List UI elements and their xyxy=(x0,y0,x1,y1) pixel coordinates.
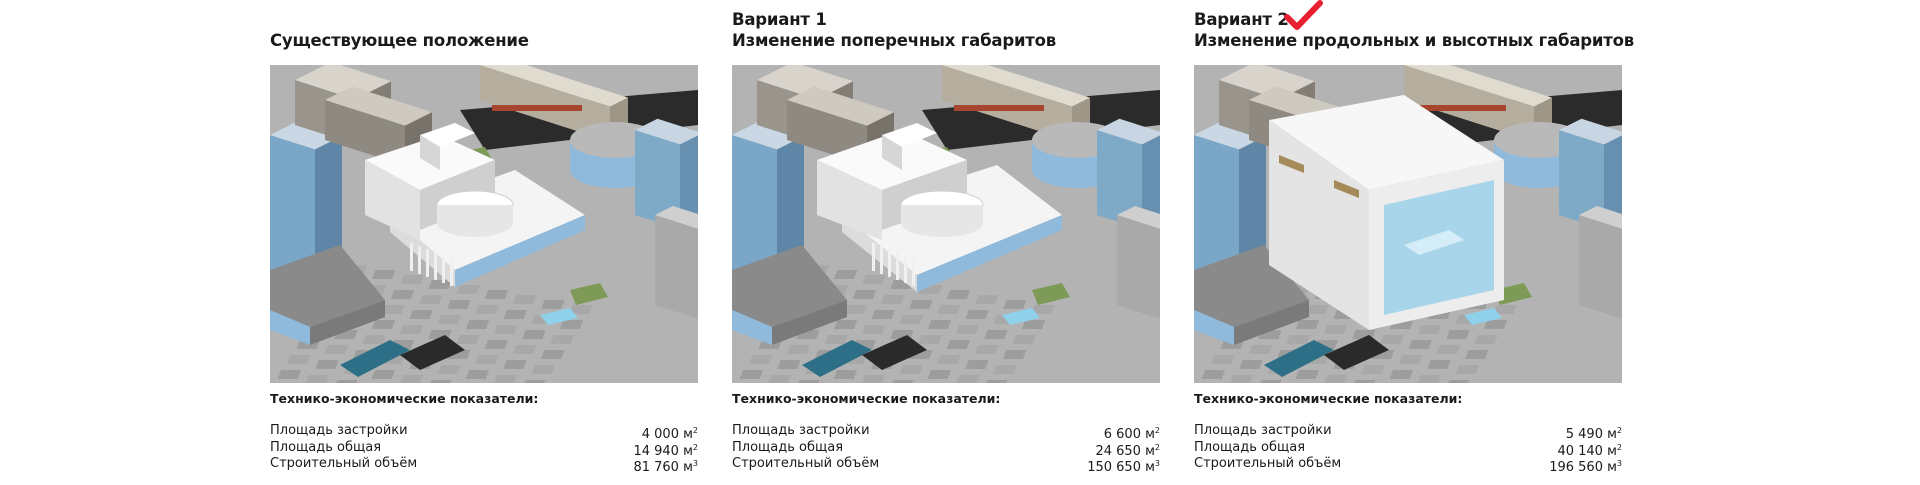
metric-value: 6 600 м2 xyxy=(1103,426,1160,442)
tep-header: Технико-экономические показатели: xyxy=(270,391,539,406)
metric-label: Площадь общая xyxy=(732,439,844,455)
metric-label: Площадь застройки xyxy=(732,423,870,438)
metric-value: 5 490 м2 xyxy=(1565,426,1622,442)
metric-value: 40 140 м2 xyxy=(1557,442,1622,459)
title-line-1: Вариант 2 xyxy=(1194,10,1289,29)
render-svg xyxy=(270,65,698,383)
awning xyxy=(492,105,582,111)
theatre-building xyxy=(365,123,585,287)
new-cube-building xyxy=(1269,95,1504,330)
panel-title: Вариант 1 Изменение поперечных габаритов xyxy=(732,8,1160,52)
fountain xyxy=(1464,308,1502,325)
metric-row: Площадь застройки 6 600 м2 xyxy=(732,423,1160,442)
title-line-1: Вариант 1 xyxy=(732,10,827,29)
metric-label: Площадь застройки xyxy=(270,423,408,438)
metric-row: Строительный объём 81 760 м3 xyxy=(270,456,698,475)
metrics-list: Площадь застройки 4 000 м2 Площадь общая… xyxy=(270,423,698,475)
lawn xyxy=(1032,283,1070,305)
render-svg xyxy=(732,65,1160,383)
panel-title: Существующее положение xyxy=(270,8,698,52)
metric-label: Строительный объём xyxy=(270,456,418,471)
mall-building xyxy=(732,245,847,345)
title-line-1: Существующее положение xyxy=(270,31,529,50)
metric-value: 196 560 м3 xyxy=(1549,459,1622,475)
underpass-ramps xyxy=(1264,335,1389,377)
awning xyxy=(954,105,1044,111)
checkmark-icon xyxy=(1284,0,1324,36)
panel-variant-1: Вариант 1 Изменение поперечных габаритов… xyxy=(732,8,1160,475)
panel-variant-2: Вариант 2 Изменение продольных и высотны… xyxy=(1194,0,1634,475)
lawn xyxy=(570,283,608,305)
building-right xyxy=(655,206,698,319)
metric-value: 81 760 м3 xyxy=(633,459,698,475)
fountain xyxy=(1002,308,1040,325)
metric-label: Строительный объём xyxy=(1194,456,1342,471)
mall-building xyxy=(270,245,385,345)
metric-label: Площадь общая xyxy=(270,439,382,455)
render-image-variant-2 xyxy=(1194,65,1622,383)
metric-label: Площадь общая xyxy=(1194,439,1306,455)
metrics-list: Площадь застройки 5 490 м2 Площадь общая… xyxy=(1194,423,1622,475)
tep-header: Технико-экономические показатели: xyxy=(732,391,1001,406)
panel-title: Вариант 2 Изменение продольных и высотны… xyxy=(1194,0,1634,52)
metric-row: Строительный объём 196 560 м3 xyxy=(1194,456,1622,475)
title-line-2: Изменение поперечных габаритов xyxy=(732,31,1057,50)
tower-right xyxy=(635,118,698,230)
fountain xyxy=(540,308,578,325)
metric-row: Площадь общая 24 650 м2 xyxy=(732,439,1160,459)
tower-right xyxy=(1559,118,1622,230)
metrics-list: Площадь застройки 6 600 м2 Площадь общая… xyxy=(732,423,1160,475)
metric-label: Строительный объём xyxy=(732,456,880,471)
metric-row: Строительный объём 150 650 м3 xyxy=(732,456,1160,475)
metric-row: Площадь застройки 5 490 м2 xyxy=(1194,423,1622,442)
building-top-left-2 xyxy=(325,86,432,166)
underpass-ramps xyxy=(340,335,465,377)
render-svg xyxy=(1194,65,1622,383)
awning xyxy=(1416,105,1506,111)
building-right xyxy=(1117,206,1160,319)
metric-row: Площадь общая 40 140 м2 xyxy=(1194,439,1622,459)
building-right xyxy=(1579,206,1622,319)
render-image-variant-1 xyxy=(732,65,1160,383)
metric-value: 14 940 м2 xyxy=(633,442,698,459)
theatre-building xyxy=(817,123,1062,292)
underpass-ramps xyxy=(802,335,927,377)
metric-value: 24 650 м2 xyxy=(1095,442,1160,459)
metric-value: 150 650 м3 xyxy=(1087,459,1160,475)
tep-header: Технико-экономические показатели: xyxy=(1194,391,1463,406)
panel-existing: Существующее положение Технико-экономиче… xyxy=(270,8,698,475)
metric-row: Площадь застройки 4 000 м2 xyxy=(270,423,698,442)
render-image-existing xyxy=(270,65,698,383)
title-line-2: Изменение продольных и высотных габарито… xyxy=(1194,31,1634,50)
metric-label: Площадь застройки xyxy=(1194,423,1332,438)
tower-right xyxy=(1097,118,1160,230)
metric-row: Площадь общая 14 940 м2 xyxy=(270,439,698,459)
metric-value: 4 000 м2 xyxy=(641,426,698,442)
